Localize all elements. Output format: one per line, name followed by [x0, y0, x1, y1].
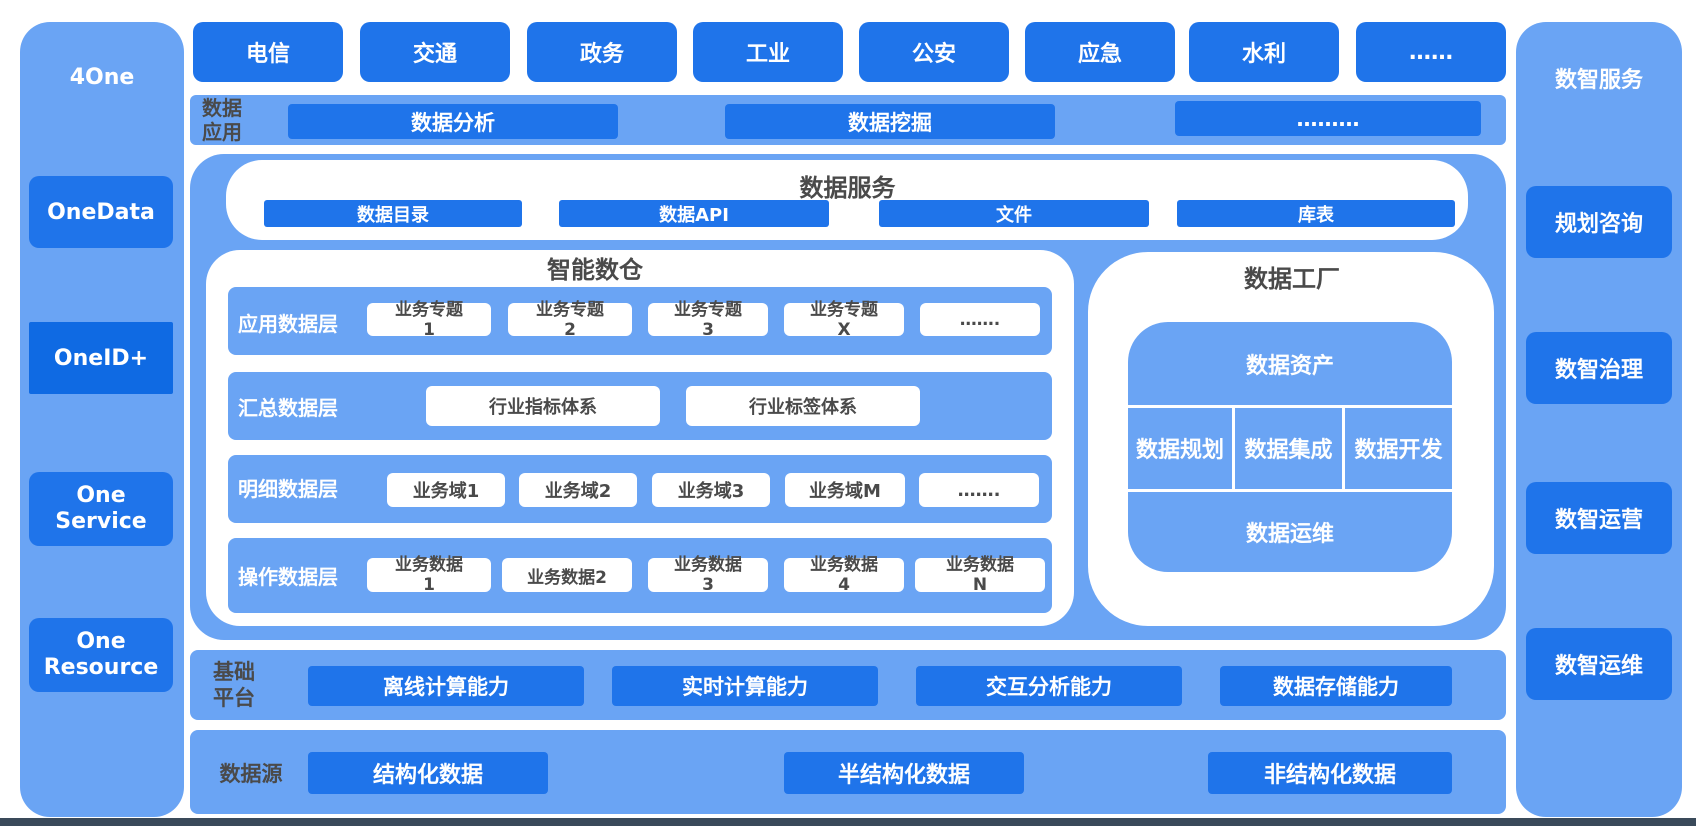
layer-summary-item-2[interactable]: 行业标签体系: [686, 386, 920, 426]
industry-police[interactable]: 公安: [859, 22, 1009, 82]
platform-offline[interactable]: 离线计算能力: [308, 666, 584, 706]
source-semistructured[interactable]: 半结构化数据: [784, 752, 1024, 794]
warehouse-title: 智能数仓: [547, 255, 643, 284]
layer-summary-label: 汇总数据层: [238, 395, 338, 420]
service-file[interactable]: 文件: [879, 200, 1149, 227]
industry-industry[interactable]: 工业: [693, 22, 843, 82]
right-column-header: 数智服务: [1554, 68, 1643, 93]
factory-title: 数据工厂: [1244, 264, 1340, 293]
left-item-oneresource[interactable]: One Resource: [29, 618, 173, 692]
app-data-mining[interactable]: 数据挖掘: [725, 104, 1055, 139]
service-catalog[interactable]: 数据目录: [264, 200, 522, 227]
industry-transport[interactable]: 交通: [360, 22, 510, 82]
app-data-analysis[interactable]: 数据分析: [288, 104, 618, 139]
base-platform-label: 基础 平台: [213, 660, 255, 710]
service-table[interactable]: 库表: [1177, 200, 1455, 227]
service-api[interactable]: 数据API: [559, 200, 829, 227]
left-item-onedata[interactable]: OneData: [29, 176, 173, 248]
layer-app-item-3[interactable]: 业务专题 3: [648, 300, 768, 340]
data-source-label: 数据源: [219, 762, 283, 786]
factory-planning[interactable]: 数据规划: [1135, 438, 1224, 463]
layer-operation-item-2[interactable]: 业务数据2: [502, 558, 632, 592]
layer-detail-item-1[interactable]: 业务域1: [387, 473, 505, 507]
source-structured[interactable]: 结构化数据: [308, 752, 548, 794]
layer-app-label: 应用数据层: [238, 311, 338, 336]
platform-interactive[interactable]: 交互分析能力: [916, 666, 1182, 706]
factory-divider-bottom: [1128, 489, 1452, 492]
data-service-title: 数据服务: [799, 173, 896, 202]
layer-app-item-2[interactable]: 业务专题 2: [508, 300, 632, 340]
warehouse-layer-operation: [228, 538, 1052, 613]
layer-detail-item-m[interactable]: 业务域M: [785, 473, 905, 507]
right-item-planning[interactable]: 规划咨询: [1526, 186, 1672, 258]
right-item-operation[interactable]: 数智运营: [1526, 482, 1672, 554]
industry-government[interactable]: 政务: [527, 22, 677, 82]
warehouse-layer-detail: [228, 455, 1052, 523]
factory-integration[interactable]: 数据集成: [1244, 438, 1333, 463]
left-column: [20, 22, 184, 817]
factory-core: [1128, 322, 1452, 572]
industry-telecom[interactable]: 电信: [193, 22, 343, 82]
layer-detail-item-2[interactable]: 业务域2: [519, 473, 637, 507]
left-item-oneid[interactable]: OneID+: [29, 322, 173, 394]
platform-realtime[interactable]: 实时计算能力: [612, 666, 878, 706]
industry-emergency[interactable]: 应急: [1025, 22, 1175, 82]
layer-app-item-x[interactable]: 业务专题 X: [784, 300, 904, 340]
source-unstructured[interactable]: 非结构化数据: [1208, 752, 1452, 794]
layer-app-item-1[interactable]: 业务专题 1: [367, 300, 491, 340]
platform-storage[interactable]: 数据存储能力: [1220, 666, 1452, 706]
factory-asset[interactable]: 数据资产: [1245, 354, 1334, 379]
layer-app-item-more[interactable]: …….: [920, 303, 1040, 336]
factory-divider-top: [1128, 405, 1452, 408]
left-item-oneservice[interactable]: One Service: [29, 472, 173, 546]
layer-detail-item-more[interactable]: …….: [919, 473, 1039, 507]
factory-maintenance[interactable]: 数据运维: [1245, 522, 1334, 547]
layer-detail-item-3[interactable]: 业务域3: [652, 473, 770, 507]
right-item-governance[interactable]: 数智治理: [1526, 332, 1672, 404]
factory-divider-v1: [1232, 408, 1235, 490]
layer-detail-label: 明细数据层: [238, 476, 338, 501]
factory-development[interactable]: 数据开发: [1354, 438, 1443, 463]
layer-summary-item-1[interactable]: 行业指标体系: [426, 386, 660, 426]
factory-divider-v2: [1342, 408, 1345, 490]
layer-operation-item-4[interactable]: 业务数据 4: [784, 555, 904, 595]
warehouse-layer-app: [228, 287, 1052, 355]
app-more[interactable]: ………: [1175, 101, 1481, 136]
bottom-strip: [0, 818, 1696, 826]
right-item-maintenance[interactable]: 数智运维: [1526, 628, 1672, 700]
data-application-label: 数据 应用: [202, 96, 242, 144]
industry-water[interactable]: 水利: [1189, 22, 1339, 82]
layer-operation-item-3[interactable]: 业务数据 3: [648, 555, 768, 595]
industry-more[interactable]: ……: [1356, 22, 1506, 82]
left-column-header: 4One: [69, 64, 135, 90]
layer-operation-item-n[interactable]: 业务数据 N: [915, 555, 1045, 595]
layer-operation-item-1[interactable]: 业务数据 1: [367, 555, 491, 595]
layer-operation-label: 操作数据层: [238, 564, 338, 589]
